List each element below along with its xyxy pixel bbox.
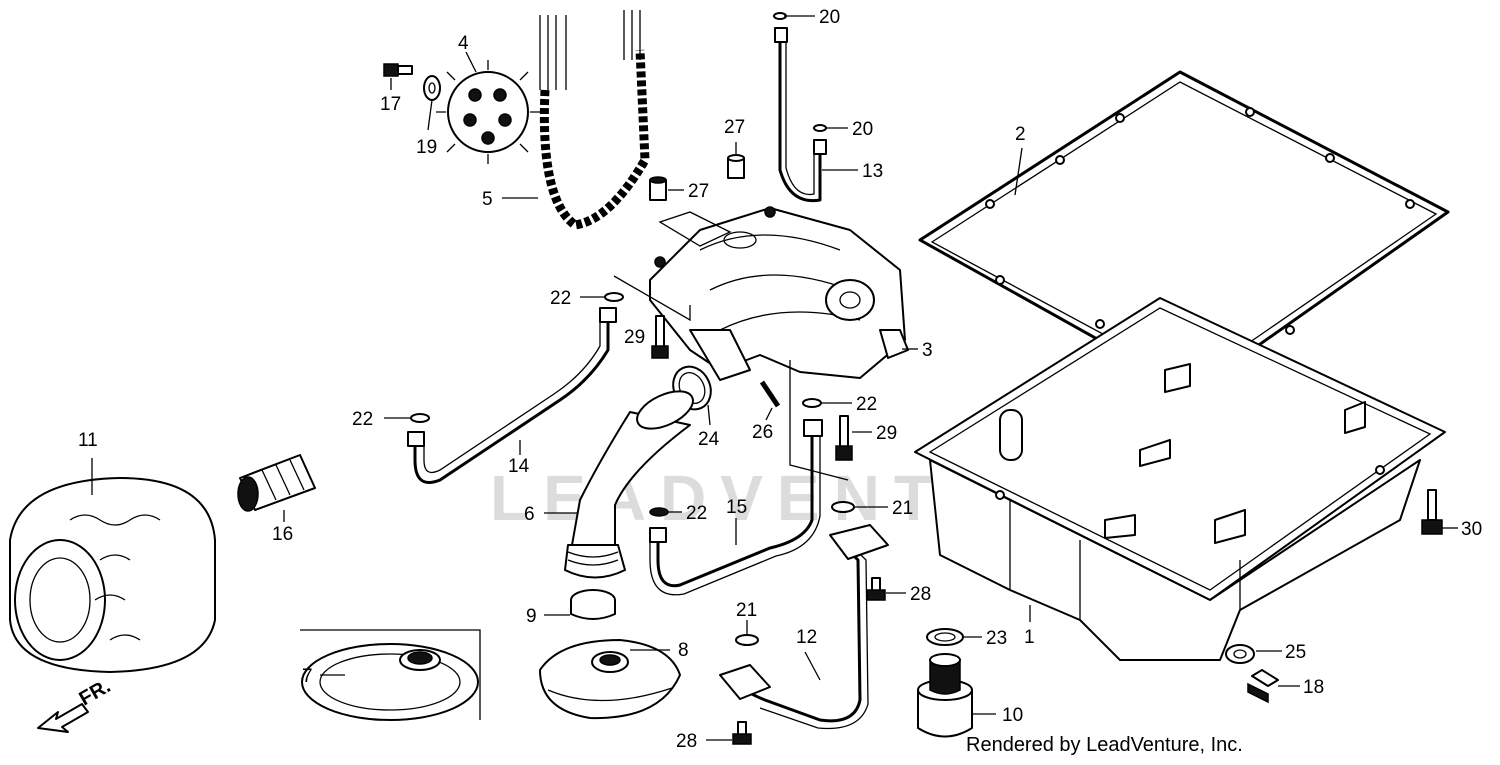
part-washer-25[interactable] bbox=[1225, 644, 1255, 664]
callout-21[interactable]: 21 bbox=[892, 498, 913, 519]
part-washer-19[interactable] bbox=[423, 75, 441, 101]
callout-15[interactable]: 15 bbox=[726, 497, 747, 518]
part-seal-9[interactable] bbox=[570, 589, 616, 620]
callout-4[interactable]: 4 bbox=[458, 33, 469, 54]
part-o-ring-22d[interactable] bbox=[649, 507, 669, 517]
part-filter-nipple-16[interactable] bbox=[237, 454, 316, 512]
part-bolt-17[interactable] bbox=[383, 63, 413, 77]
callout-14[interactable]: 14 bbox=[508, 456, 530, 477]
part-o-ring-22b[interactable] bbox=[802, 398, 822, 408]
part-o-ring-22c[interactable] bbox=[410, 413, 430, 423]
callout-21[interactable]: 21 bbox=[736, 600, 757, 621]
callout-5[interactable]: 5 bbox=[482, 189, 493, 210]
part-o-ring-23[interactable] bbox=[926, 628, 964, 646]
callout-3[interactable]: 3 bbox=[922, 340, 933, 361]
callout-7[interactable]: 7 bbox=[302, 666, 313, 687]
callout-11[interactable]: 11 bbox=[78, 430, 98, 451]
part-drain-bolt-18[interactable] bbox=[1247, 669, 1279, 704]
callout-29[interactable]: 29 bbox=[624, 327, 645, 348]
part-oil-pipe-12[interactable] bbox=[719, 524, 889, 730]
part-sprocket-4[interactable] bbox=[436, 60, 540, 164]
callout-9[interactable]: 9 bbox=[526, 606, 537, 627]
part-o-ring-20b[interactable] bbox=[813, 124, 827, 132]
callout-22[interactable]: 22 bbox=[686, 503, 707, 524]
part-dowel-27a[interactable] bbox=[727, 154, 745, 179]
part-bolt-30[interactable] bbox=[1421, 489, 1443, 535]
part-oil-pan[interactable] bbox=[914, 297, 1446, 661]
part-o-ring-21b[interactable] bbox=[735, 634, 759, 646]
part-pin-26[interactable] bbox=[759, 380, 781, 408]
callout-2[interactable]: 2 bbox=[1015, 124, 1026, 145]
callout-28[interactable]: 28 bbox=[910, 584, 931, 605]
callout-25[interactable]: 25 bbox=[1285, 642, 1306, 663]
front-direction-marker: FR. bbox=[37, 675, 114, 733]
callout-24[interactable]: 24 bbox=[698, 429, 720, 450]
callout-6[interactable]: 6 bbox=[524, 504, 535, 525]
callout-16[interactable]: 16 bbox=[272, 524, 293, 545]
part-bolt-29b[interactable] bbox=[835, 415, 853, 461]
callout-28[interactable]: 28 bbox=[676, 731, 697, 752]
part-strainer-pipe-6[interactable] bbox=[564, 384, 699, 579]
callout-8[interactable]: 8 bbox=[678, 640, 689, 661]
part-oil-pipe-14[interactable] bbox=[407, 307, 617, 484]
part-bolt-28a[interactable] bbox=[866, 577, 886, 601]
part-o-ring-21a[interactable] bbox=[831, 501, 855, 513]
part-strainer-8[interactable] bbox=[539, 639, 681, 720]
front-arrow-icon bbox=[37, 703, 89, 733]
callout-10[interactable]: 10 bbox=[1002, 705, 1023, 726]
part-bolt-29a[interactable] bbox=[651, 315, 669, 359]
part-relief-valve-10[interactable] bbox=[917, 653, 973, 738]
part-oil-pipe-15[interactable] bbox=[649, 419, 823, 596]
part-screen-7[interactable] bbox=[300, 629, 481, 721]
callout-29[interactable]: 29 bbox=[876, 423, 897, 444]
callout-labels: 20 4 17 19 27 20 13 2 27 5 22 29 3 22 22… bbox=[78, 7, 1482, 752]
part-oil-pump-3[interactable] bbox=[649, 206, 909, 381]
part-oil-filter-11[interactable] bbox=[9, 477, 216, 673]
callout-12[interactable]: 12 bbox=[796, 627, 817, 648]
callout-18[interactable]: 18 bbox=[1303, 677, 1324, 698]
callout-22[interactable]: 22 bbox=[352, 409, 373, 430]
callout-30[interactable]: 30 bbox=[1461, 519, 1482, 540]
leader-lines bbox=[91, 15, 1458, 741]
credit-text: Rendered by LeadVenture, Inc. bbox=[966, 734, 1243, 756]
callout-19[interactable]: 19 bbox=[416, 137, 437, 158]
part-bolt-28b[interactable] bbox=[732, 721, 752, 745]
callout-26[interactable]: 26 bbox=[752, 422, 773, 443]
callout-20[interactable]: 20 bbox=[819, 7, 840, 28]
part-drive-chain-5[interactable] bbox=[539, 10, 650, 230]
callout-22[interactable]: 22 bbox=[550, 288, 571, 309]
callout-13[interactable]: 13 bbox=[862, 161, 883, 182]
callout-22[interactable]: 22 bbox=[856, 394, 877, 415]
callout-27[interactable]: 27 bbox=[724, 117, 745, 138]
callout-27[interactable]: 27 bbox=[688, 181, 709, 202]
callout-20[interactable]: 20 bbox=[852, 119, 873, 140]
part-dowel-27b[interactable] bbox=[649, 176, 667, 201]
part-o-ring-22a[interactable] bbox=[604, 292, 624, 302]
part-oil-pipe-13[interactable] bbox=[774, 27, 827, 203]
callout-17[interactable]: 17 bbox=[380, 94, 401, 115]
callout-23[interactable]: 23 bbox=[986, 628, 1007, 649]
callout-1[interactable]: 1 bbox=[1024, 627, 1035, 648]
